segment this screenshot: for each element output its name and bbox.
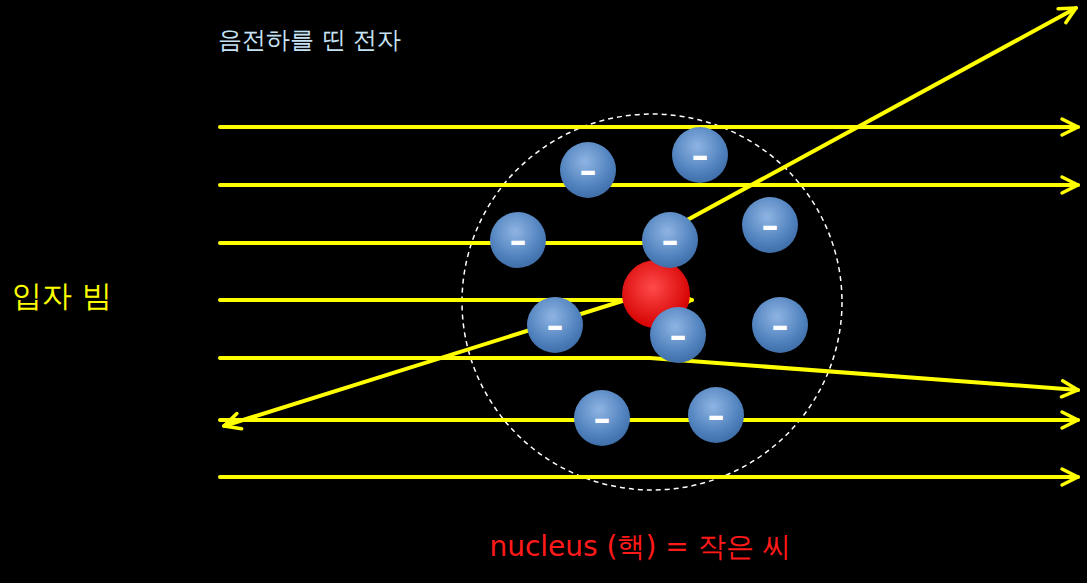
charge-sign: – <box>670 318 687 352</box>
charge-sign: – <box>580 153 597 187</box>
electron: – <box>752 297 808 353</box>
charge-sign: – <box>772 308 789 342</box>
electron: – <box>560 142 616 198</box>
backscattered-ray <box>224 297 635 426</box>
charge-sign: – <box>762 208 779 242</box>
electron: – <box>688 387 744 443</box>
electron-caption: 음전하를 띤 전자 <box>218 26 401 55</box>
beam-ray <box>220 183 1078 187</box>
electron: – <box>650 307 706 363</box>
electron: – <box>574 390 630 446</box>
deflected-ray <box>220 358 1078 390</box>
charge-sign: – <box>510 223 527 257</box>
charge-sign: – <box>692 138 709 172</box>
nucleus-caption: nucleus (핵) = 작은 씨 <box>489 530 790 564</box>
electron: – <box>642 212 698 268</box>
beam-label: 입자 빔 <box>12 278 112 314</box>
charge-sign: – <box>594 401 611 435</box>
charge-sign: – <box>662 223 679 257</box>
beam-ray <box>220 125 1078 129</box>
electron: – <box>672 127 728 183</box>
charge-sign: – <box>547 308 564 342</box>
electron: – <box>742 197 798 253</box>
beam-ray <box>220 418 1078 422</box>
charge-sign: – <box>708 398 725 432</box>
electron: – <box>527 297 583 353</box>
beam-ray <box>220 475 1078 479</box>
electron: – <box>490 212 546 268</box>
